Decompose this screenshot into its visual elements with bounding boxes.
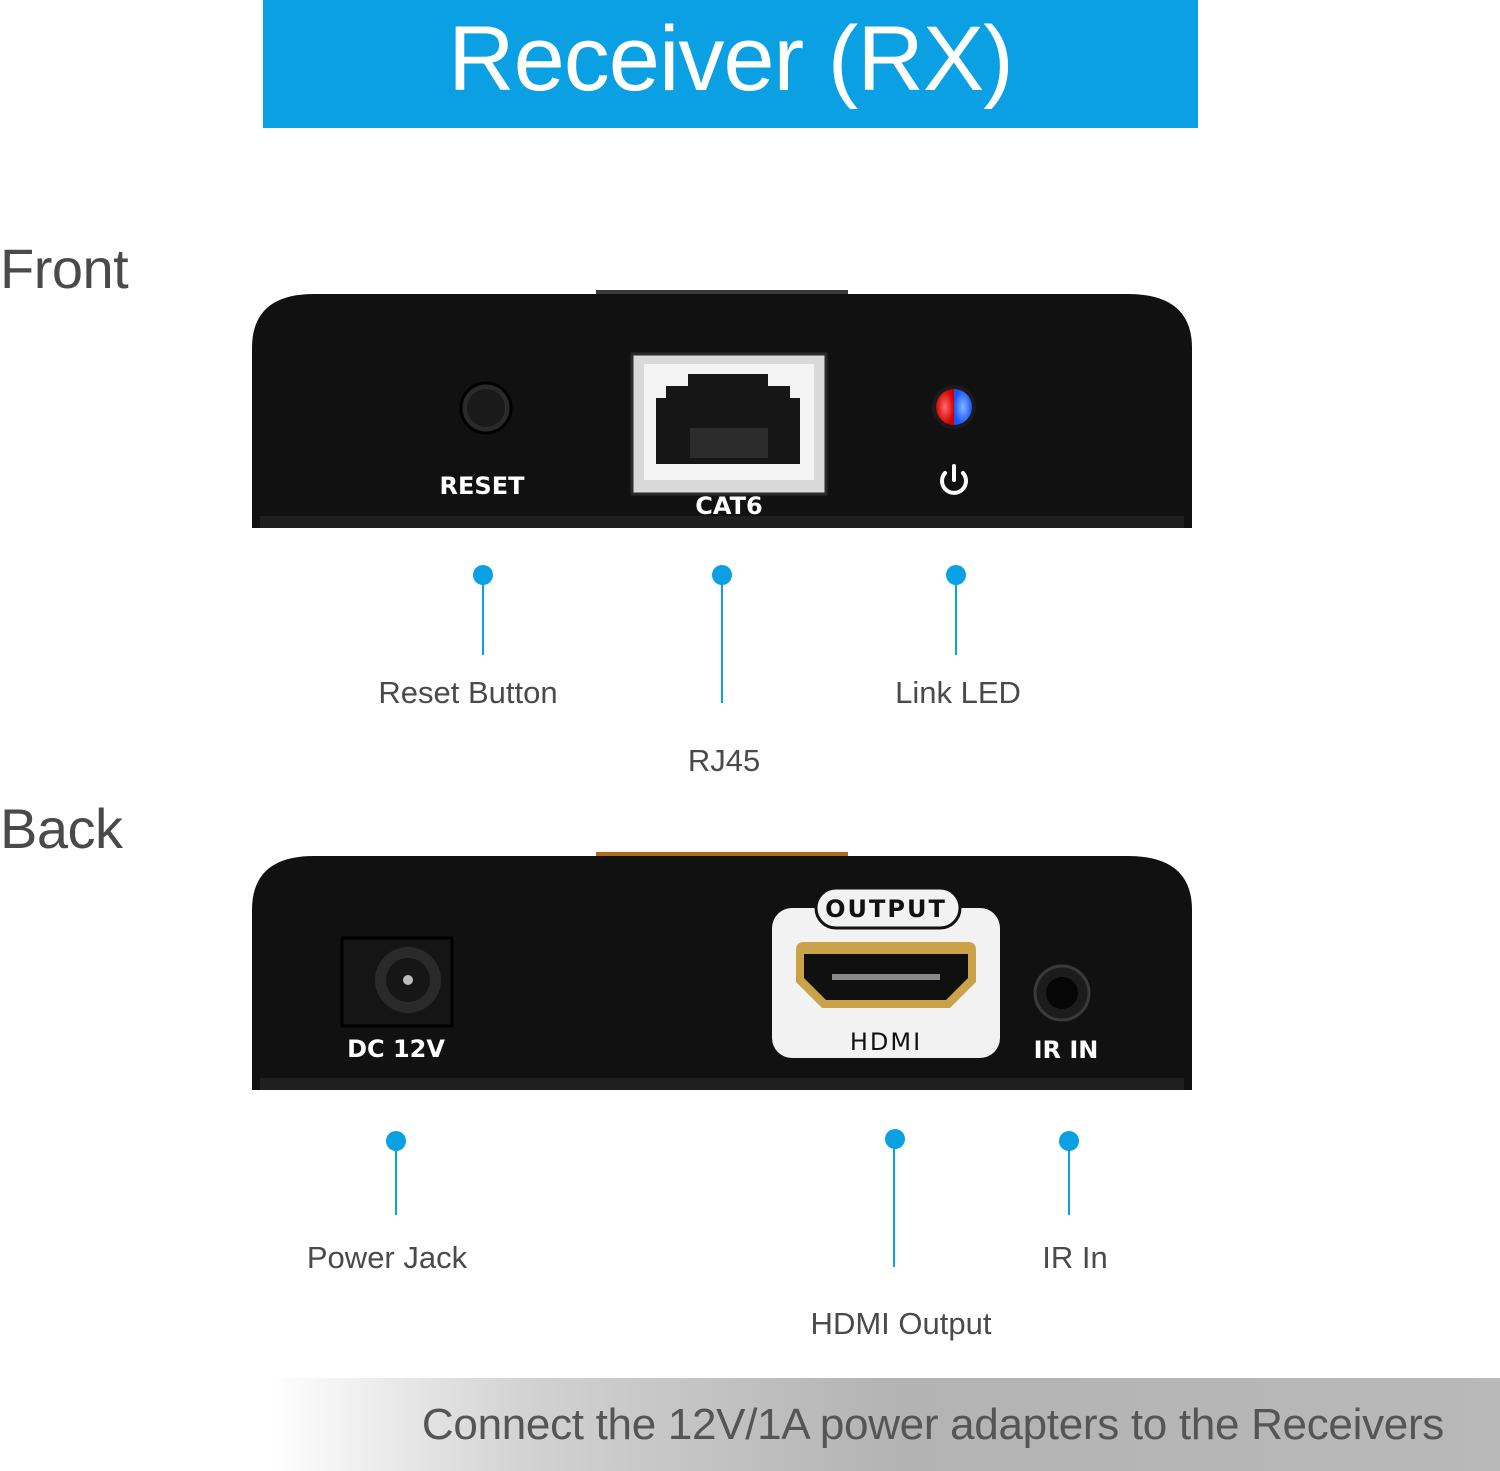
page-title: Receiver (RX) (448, 7, 1014, 110)
dc-jack-pin (403, 975, 413, 985)
power-jack-callout-line (395, 1141, 397, 1215)
power-jack-label: Power Jack (306, 1240, 468, 1275)
power-icon (940, 464, 968, 495)
link-led-label: Link LED (895, 675, 1021, 710)
ir-in-callout-line (1068, 1141, 1070, 1215)
led-callout-line (955, 575, 957, 655)
hdmi-output-callout-line (893, 1139, 895, 1267)
output-tab (814, 886, 962, 930)
device-base-edge (260, 1078, 1184, 1090)
rj45-contacts (690, 428, 768, 458)
led-red-half (936, 389, 954, 425)
back-panel-device: DC 12V OUTPUT HDMI IR IN (248, 850, 1196, 1098)
output-panel-label: OUTPUT (825, 895, 947, 923)
hdmi-panel-label: HDMI (850, 1028, 922, 1056)
led-blue-half (954, 389, 972, 425)
footer-banner: Connect the 12V/1A power adapters to the… (0, 1378, 1500, 1471)
back-section-label: Back (0, 797, 123, 860)
reset-callout-line (482, 575, 484, 655)
device-base-edge (260, 516, 1184, 528)
hdmi-output-label: HDMI Output (810, 1306, 992, 1341)
hdmi-output-callout-dot (885, 1129, 905, 1149)
footer-note: Connect the 12V/1A power adapters to the… (421, 1399, 1444, 1449)
ir-panel-label: IR IN (1034, 1036, 1099, 1064)
rj45-callout-line (721, 575, 723, 703)
reset-panel-label: RESET (440, 472, 526, 500)
dc-panel-label: DC 12V (347, 1035, 445, 1063)
hdmi-contacts (832, 974, 940, 980)
title-banner: Receiver (RX) (263, 0, 1198, 128)
reset-button-label: Reset Button (378, 675, 558, 710)
rj45-label: RJ45 (687, 743, 761, 778)
ir-in-label: IR In (1042, 1240, 1108, 1275)
front-panel-device: RESET CAT6 (248, 288, 1196, 536)
ir-jack-socket (1046, 977, 1078, 1009)
cat6-panel-label: CAT6 (695, 492, 762, 520)
front-section-label: Front (0, 237, 129, 300)
reset-button-knob (467, 389, 505, 427)
